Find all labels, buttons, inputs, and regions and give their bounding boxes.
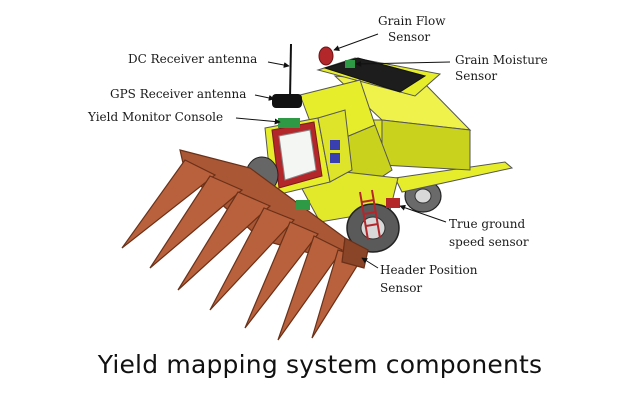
leader-yield-monitor bbox=[235, 117, 281, 125]
header-snout-4 bbox=[209, 207, 296, 311]
label-header-position-line1: Header Position bbox=[380, 263, 478, 277]
gps-receiver bbox=[272, 94, 302, 108]
leader-gps-receiver bbox=[254, 94, 275, 101]
header-snout-1 bbox=[121, 159, 217, 249]
leader-grain-moisture bbox=[355, 60, 451, 67]
label-header-position-line2: Sensor bbox=[380, 281, 423, 295]
label-grain-flow-line1: Grain Flow bbox=[378, 14, 446, 28]
yield-monitor-console bbox=[278, 118, 300, 128]
label-grain-moisture-line1: Grain Moisture bbox=[455, 53, 548, 67]
leader-dc-antenna bbox=[267, 61, 290, 68]
label-gps-receiver-antenna: GPS Receiver antenna bbox=[110, 87, 247, 101]
figure-caption: Yield mapping system components bbox=[97, 350, 543, 379]
header-snout-2 bbox=[149, 175, 244, 269]
label-yield-monitor-console: Yield Monitor Console bbox=[88, 110, 224, 124]
true-ground-speed-sensor bbox=[386, 198, 400, 208]
leader-lines bbox=[235, 33, 451, 269]
header-position-sensor bbox=[296, 200, 310, 210]
header-snout-5 bbox=[244, 221, 319, 329]
corn-header bbox=[121, 149, 369, 341]
header-snout-3 bbox=[177, 191, 272, 291]
label-ground-speed-line1: True ground bbox=[449, 217, 526, 231]
label-grain-flow-line2: Sensor bbox=[388, 30, 431, 44]
header-snout-6 bbox=[277, 235, 343, 341]
leader-grain-flow bbox=[333, 33, 379, 52]
label-ground-speed-line2: speed sensor bbox=[449, 235, 529, 249]
leader-header-position bbox=[361, 257, 379, 269]
dc-antenna-mast bbox=[289, 43, 292, 99]
leader-ground-speed bbox=[399, 204, 447, 223]
label-dc-receiver-antenna: DC Receiver antenna bbox=[128, 52, 258, 66]
cab-ladder bbox=[359, 189, 381, 241]
grain-moisture-sensor bbox=[345, 60, 355, 68]
label-grain-moisture-line2: Sensor bbox=[455, 69, 498, 83]
grain-flow-sensor bbox=[318, 46, 334, 66]
operator-cab bbox=[264, 109, 353, 197]
